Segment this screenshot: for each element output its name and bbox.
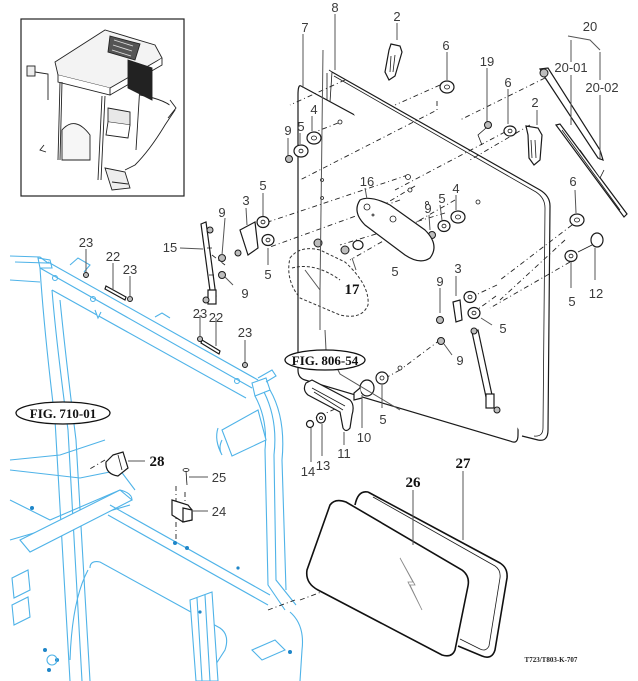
cab-illustration: [26, 29, 177, 191]
bracket-16: [356, 197, 435, 262]
callout-9: 9: [436, 274, 443, 289]
callout-9: 9: [241, 286, 248, 301]
callout-3: 3: [454, 261, 461, 276]
callout-23: 23: [193, 306, 207, 321]
callout-20-02: 20-02: [585, 80, 618, 95]
gas-strut-right: [470, 327, 501, 414]
callout-13: 13: [316, 458, 330, 473]
gas-strut-left: [200, 221, 217, 305]
callout-6: 6: [442, 38, 449, 53]
callout-3: 3: [242, 193, 249, 208]
wiper-blade: [554, 123, 628, 218]
callout-11: 11: [337, 446, 351, 461]
callout-6: 6: [504, 75, 511, 90]
callout-25: 25: [212, 470, 226, 485]
callout-5: 5: [379, 412, 386, 427]
callout-4: 4: [310, 102, 317, 117]
callout-7: 7: [301, 20, 308, 35]
callout-9: 9: [218, 205, 225, 220]
callout-5: 5: [391, 264, 398, 279]
fig-ref-710-01[interactable]: FIG. 710-01: [15, 401, 111, 425]
latch-top: [384, 43, 403, 81]
glass-reflection-icon: [399, 557, 423, 611]
callout-22: 22: [209, 310, 223, 325]
callout-12: 12: [589, 286, 603, 301]
callout-5: 5: [568, 294, 575, 309]
callout-27: 27: [456, 456, 472, 472]
callout-26: 26: [406, 475, 422, 491]
screw-25: [182, 468, 190, 486]
latch-right: [525, 125, 543, 166]
callout-2: 2: [393, 9, 400, 24]
callout-labels: 2 8 7 6 19 6 2 20 20-01 20-02 4 5 9 16 4…: [79, 0, 619, 519]
callout-5: 5: [499, 321, 506, 336]
callout-15: 15: [163, 240, 177, 255]
callout-14: 14: [301, 464, 315, 479]
cab-overview-inset: [20, 18, 185, 197]
callout-28: 28: [150, 454, 165, 470]
callout-5: 5: [259, 178, 266, 193]
assembly-lines: [87, 77, 573, 611]
callout-20-01: 20-01: [554, 60, 587, 75]
callout-5: 5: [297, 119, 304, 134]
fig-ref-806-54[interactable]: FIG. 806-54: [284, 349, 366, 371]
bumper-28: [105, 451, 129, 477]
callout-22: 22: [106, 249, 120, 264]
bracket-3-left: [239, 221, 259, 256]
drawing-reference-code: T723/T803-K-707: [525, 656, 578, 664]
callout-5: 5: [264, 267, 271, 282]
block-24: [171, 499, 193, 523]
callout-23: 23: [79, 235, 93, 250]
callout-23: 23: [123, 262, 137, 277]
callout-16: 16: [360, 174, 374, 189]
fig-ref-710-01-label[interactable]: FIG. 710-01: [30, 406, 96, 421]
nut-19: [477, 121, 492, 146]
callout-9: 9: [284, 123, 291, 138]
callout-2: 2: [531, 95, 538, 110]
callout-20: 20: [583, 19, 597, 34]
callout-9: 9: [456, 353, 463, 368]
callout-10: 10: [357, 430, 371, 445]
callout-5: 5: [438, 191, 445, 206]
window-seal: [326, 69, 551, 441]
callout-19: 19: [480, 54, 494, 69]
callout-6: 6: [569, 174, 576, 189]
cab-rear-frame: [9, 255, 304, 681]
callout-8: 8: [331, 0, 338, 15]
callout-24: 24: [212, 504, 226, 519]
callout-17: 17: [345, 282, 361, 298]
leader-lines: [85, 14, 601, 545]
fig-ref-806-54-label[interactable]: FIG. 806-54: [292, 353, 359, 368]
handle-11: [303, 379, 354, 432]
callout-23: 23: [238, 325, 252, 340]
callout-9: 9: [424, 201, 431, 216]
callout-4: 4: [452, 181, 459, 196]
small-window-glass: [305, 499, 470, 657]
